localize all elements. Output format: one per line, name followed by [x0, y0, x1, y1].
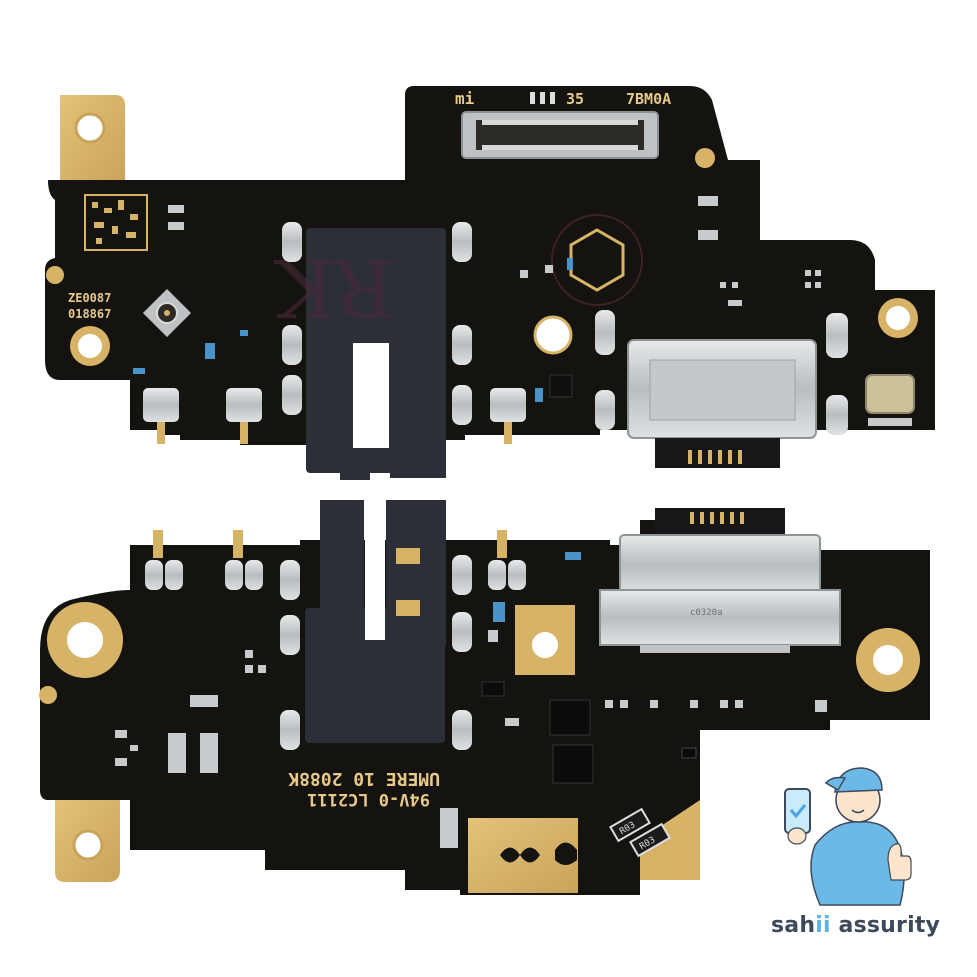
watermark-brand-name: sahii assurity	[771, 913, 941, 938]
hex-silkscreen-mark	[569, 228, 625, 292]
phone-icon	[784, 788, 811, 834]
marking-umere: UMERE 10 2088K	[288, 768, 440, 789]
usb-c-port-top	[627, 339, 817, 468]
top-board: mi 35 7BM0A ZE0087 018867	[45, 86, 935, 480]
datamatrix-code	[84, 194, 148, 251]
usb-c-port-bottom: c0320a	[599, 508, 841, 653]
headphone-jack-bottom	[305, 500, 446, 743]
gold-shield-pad	[468, 800, 700, 893]
marking-94v0: 94V-0 LC2111	[307, 789, 430, 809]
marking-35: 35	[566, 90, 584, 108]
bottom-board: c0320a 94V-0 LC2111 UMERE 10 2088K R03 R…	[39, 500, 930, 895]
crystal-oscillator	[865, 374, 915, 426]
mi-logo: mi	[455, 89, 475, 108]
resistor-r03-1: R03	[609, 807, 651, 843]
marking-7bm0a: 7BM0A	[626, 90, 671, 108]
usb-shield-text: c0320a	[690, 608, 723, 618]
watermark-mascot	[784, 767, 912, 906]
spring-contacts-top	[143, 388, 526, 422]
marking-018867: 018867	[68, 307, 111, 321]
board-to-board-connector	[461, 111, 659, 159]
marking-ze0087: ZE0087	[68, 291, 111, 305]
checkmark-icon	[789, 804, 807, 819]
resistor-r03-2: R03	[629, 822, 671, 858]
coax-antenna-connector	[142, 288, 192, 338]
